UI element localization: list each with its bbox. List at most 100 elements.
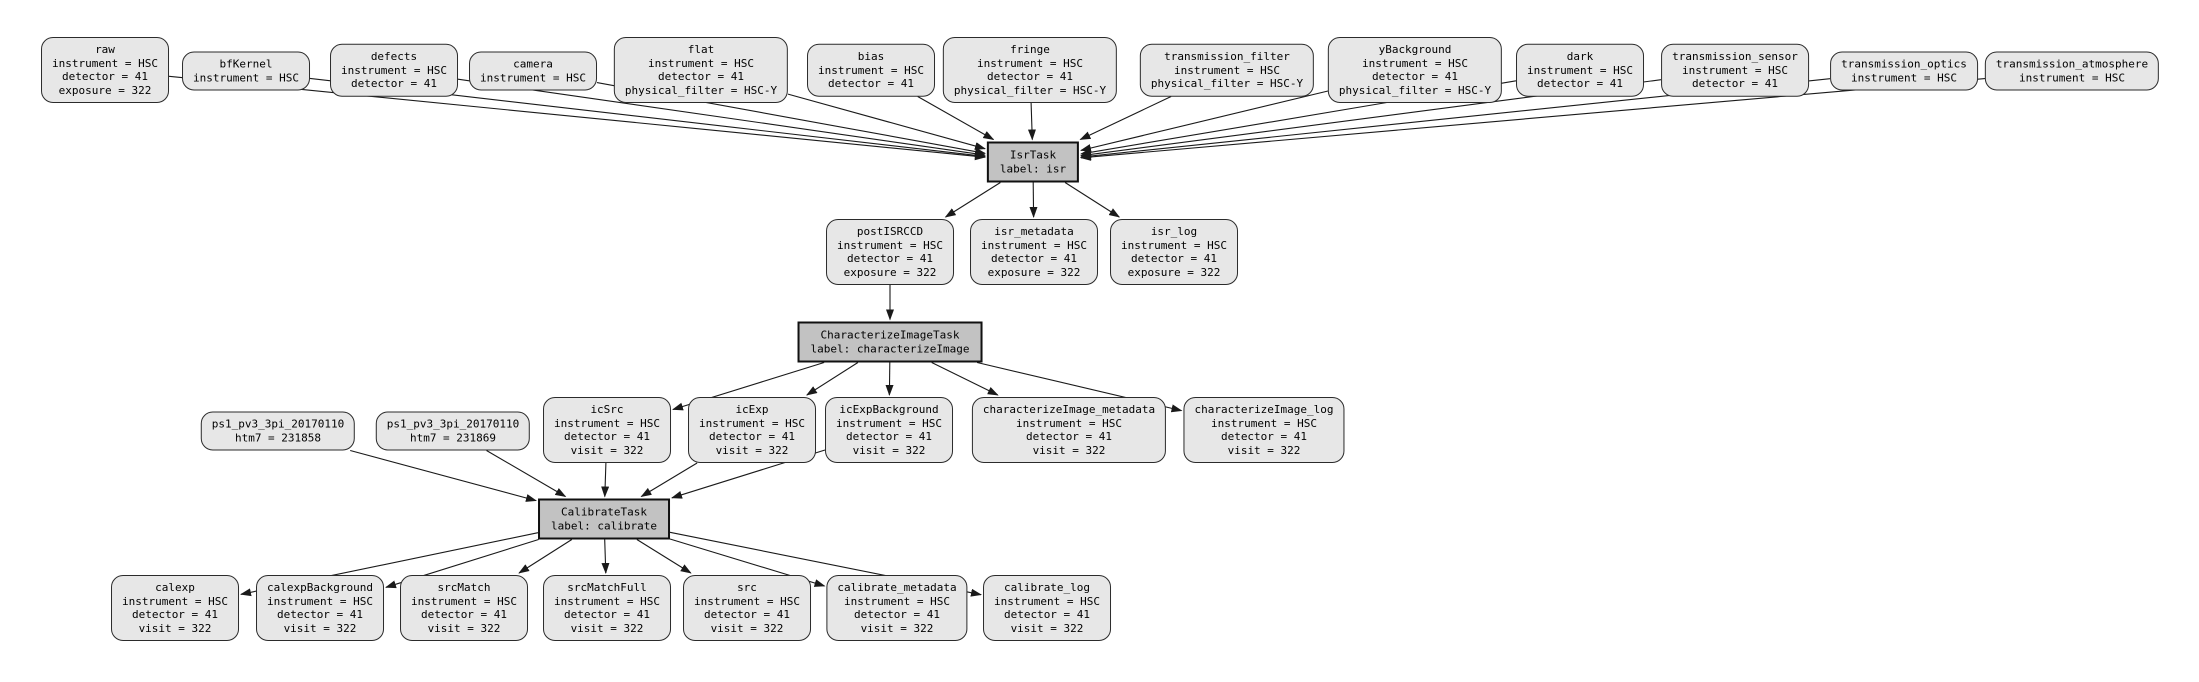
- edge-calibrate_task-to-src: [636, 539, 692, 574]
- node-attribute: instrument = HSC: [122, 594, 228, 608]
- node-attribute: instrument = HSC: [699, 416, 805, 430]
- node-title: calibrate_log: [1003, 581, 1091, 594]
- node-attribute: instrument = HSC: [818, 63, 924, 77]
- node-attribute: visit = 322: [1227, 443, 1301, 457]
- edge-transmission_atmosphere-to-isr_task: [1080, 78, 1986, 161]
- node-attribute: visit = 322: [1032, 443, 1106, 457]
- node-attribute: detector = 41: [990, 252, 1078, 265]
- node-attribute: exposure = 322: [843, 265, 937, 279]
- node-attribute: detector = 41: [276, 608, 364, 621]
- node-attribute: instrument = HSC: [267, 594, 373, 608]
- node-title: dark: [1566, 49, 1594, 63]
- node-title: transmission_atmosphere: [1995, 57, 2149, 71]
- node-title: characterizeImage_metadata: [982, 403, 1156, 416]
- node-attribute: detector = 41: [846, 252, 934, 265]
- node-title: fringe: [1010, 43, 1050, 56]
- node-title: src: [737, 581, 757, 594]
- node-attribute: instrument = HSC: [1174, 63, 1280, 77]
- node-attribute: detector = 41: [1130, 252, 1218, 265]
- node-attribute: instrument = HSC: [994, 594, 1100, 608]
- node-title: camera: [513, 57, 553, 71]
- node-attribute: physical_filter = HSC-Y: [1150, 76, 1304, 90]
- node-attribute: instrument = HSC: [1527, 63, 1633, 77]
- node-attribute: instrument = HSC: [1211, 416, 1317, 430]
- node-attribute: exposure = 322: [987, 265, 1081, 279]
- node-title: flat: [687, 43, 715, 56]
- node-title: calibrate_metadata: [837, 581, 957, 594]
- node-attribute: instrument = HSC: [554, 416, 660, 430]
- node-title: transmission_filter: [1164, 49, 1290, 63]
- node-attribute: instrument = HSC: [554, 594, 660, 608]
- edge-calibrate_task-to-srcMatchFull: [601, 539, 610, 574]
- node-title: calexp: [155, 581, 195, 594]
- node-attribute: instrument = HSC: [52, 56, 158, 70]
- edge-icSrc-to-calibrate_task: [601, 462, 610, 498]
- node-title: bias: [857, 49, 885, 63]
- node-attribute: detector = 41: [986, 70, 1074, 83]
- node-attribute: visit = 322: [710, 621, 784, 635]
- edge-isr_task-to-postISRCCD: [944, 182, 1001, 218]
- node-attribute: detector = 41: [703, 608, 791, 621]
- node-attribute: label: isr: [999, 162, 1067, 175]
- node-attribute: instrument = HSC: [648, 56, 754, 70]
- node-attribute: visit = 322: [427, 621, 501, 635]
- node-attribute: instrument = HSC: [977, 56, 1083, 70]
- edge-characterizeImage_task-to-icExp: [806, 362, 859, 396]
- node-attribute: instrument = HSC: [1016, 416, 1122, 430]
- node-attribute: detector = 41: [853, 608, 941, 621]
- node-attribute: visit = 322: [852, 443, 926, 457]
- node-attribute: instrument = HSC: [1362, 56, 1468, 70]
- node-attribute: visit = 322: [138, 621, 212, 635]
- node-title: transmission_optics: [1841, 57, 1967, 71]
- node-attribute: visit = 322: [860, 621, 934, 635]
- node-attribute: detector = 41: [350, 76, 438, 90]
- node-title: postISRCCD: [856, 225, 924, 238]
- node-attribute: instrument = HSC: [1682, 63, 1788, 77]
- node-title: isr_metadata: [994, 225, 1074, 238]
- edge-calibrate_task-to-srcMatch: [518, 539, 573, 574]
- node-title: yBackground: [1378, 43, 1452, 56]
- node-attribute: label: characterizeImage: [810, 342, 970, 355]
- node-title: srcMatch: [437, 581, 491, 594]
- node-attribute: instrument = HSC: [341, 63, 447, 77]
- node-title: icExp: [735, 403, 769, 416]
- node-attribute: exposure = 322: [1127, 265, 1221, 279]
- node-title: raw: [95, 43, 115, 56]
- node-title: bfKernel: [219, 57, 273, 71]
- node-attribute: exposure = 322: [58, 83, 152, 97]
- node-attribute: htm7 = 231869: [409, 431, 497, 444]
- node-attribute: instrument = HSC: [694, 594, 800, 608]
- node-attribute: detector = 41: [563, 608, 651, 621]
- node-attribute: detector = 41: [1220, 430, 1308, 443]
- node-attribute: detector = 41: [1025, 430, 1113, 443]
- node-title: calexpBackground: [267, 581, 373, 594]
- node-attribute: instrument = HSC: [1121, 238, 1227, 252]
- node-title: ps1_pv3_3pi_20170110: [211, 417, 345, 431]
- node-attribute: instrument = HSC: [193, 71, 299, 84]
- edge-yBackground-to-isr_task: [1080, 90, 1329, 152]
- edge-icExp-to-calibrate_task: [640, 462, 698, 498]
- node-attribute: visit = 322: [570, 443, 644, 457]
